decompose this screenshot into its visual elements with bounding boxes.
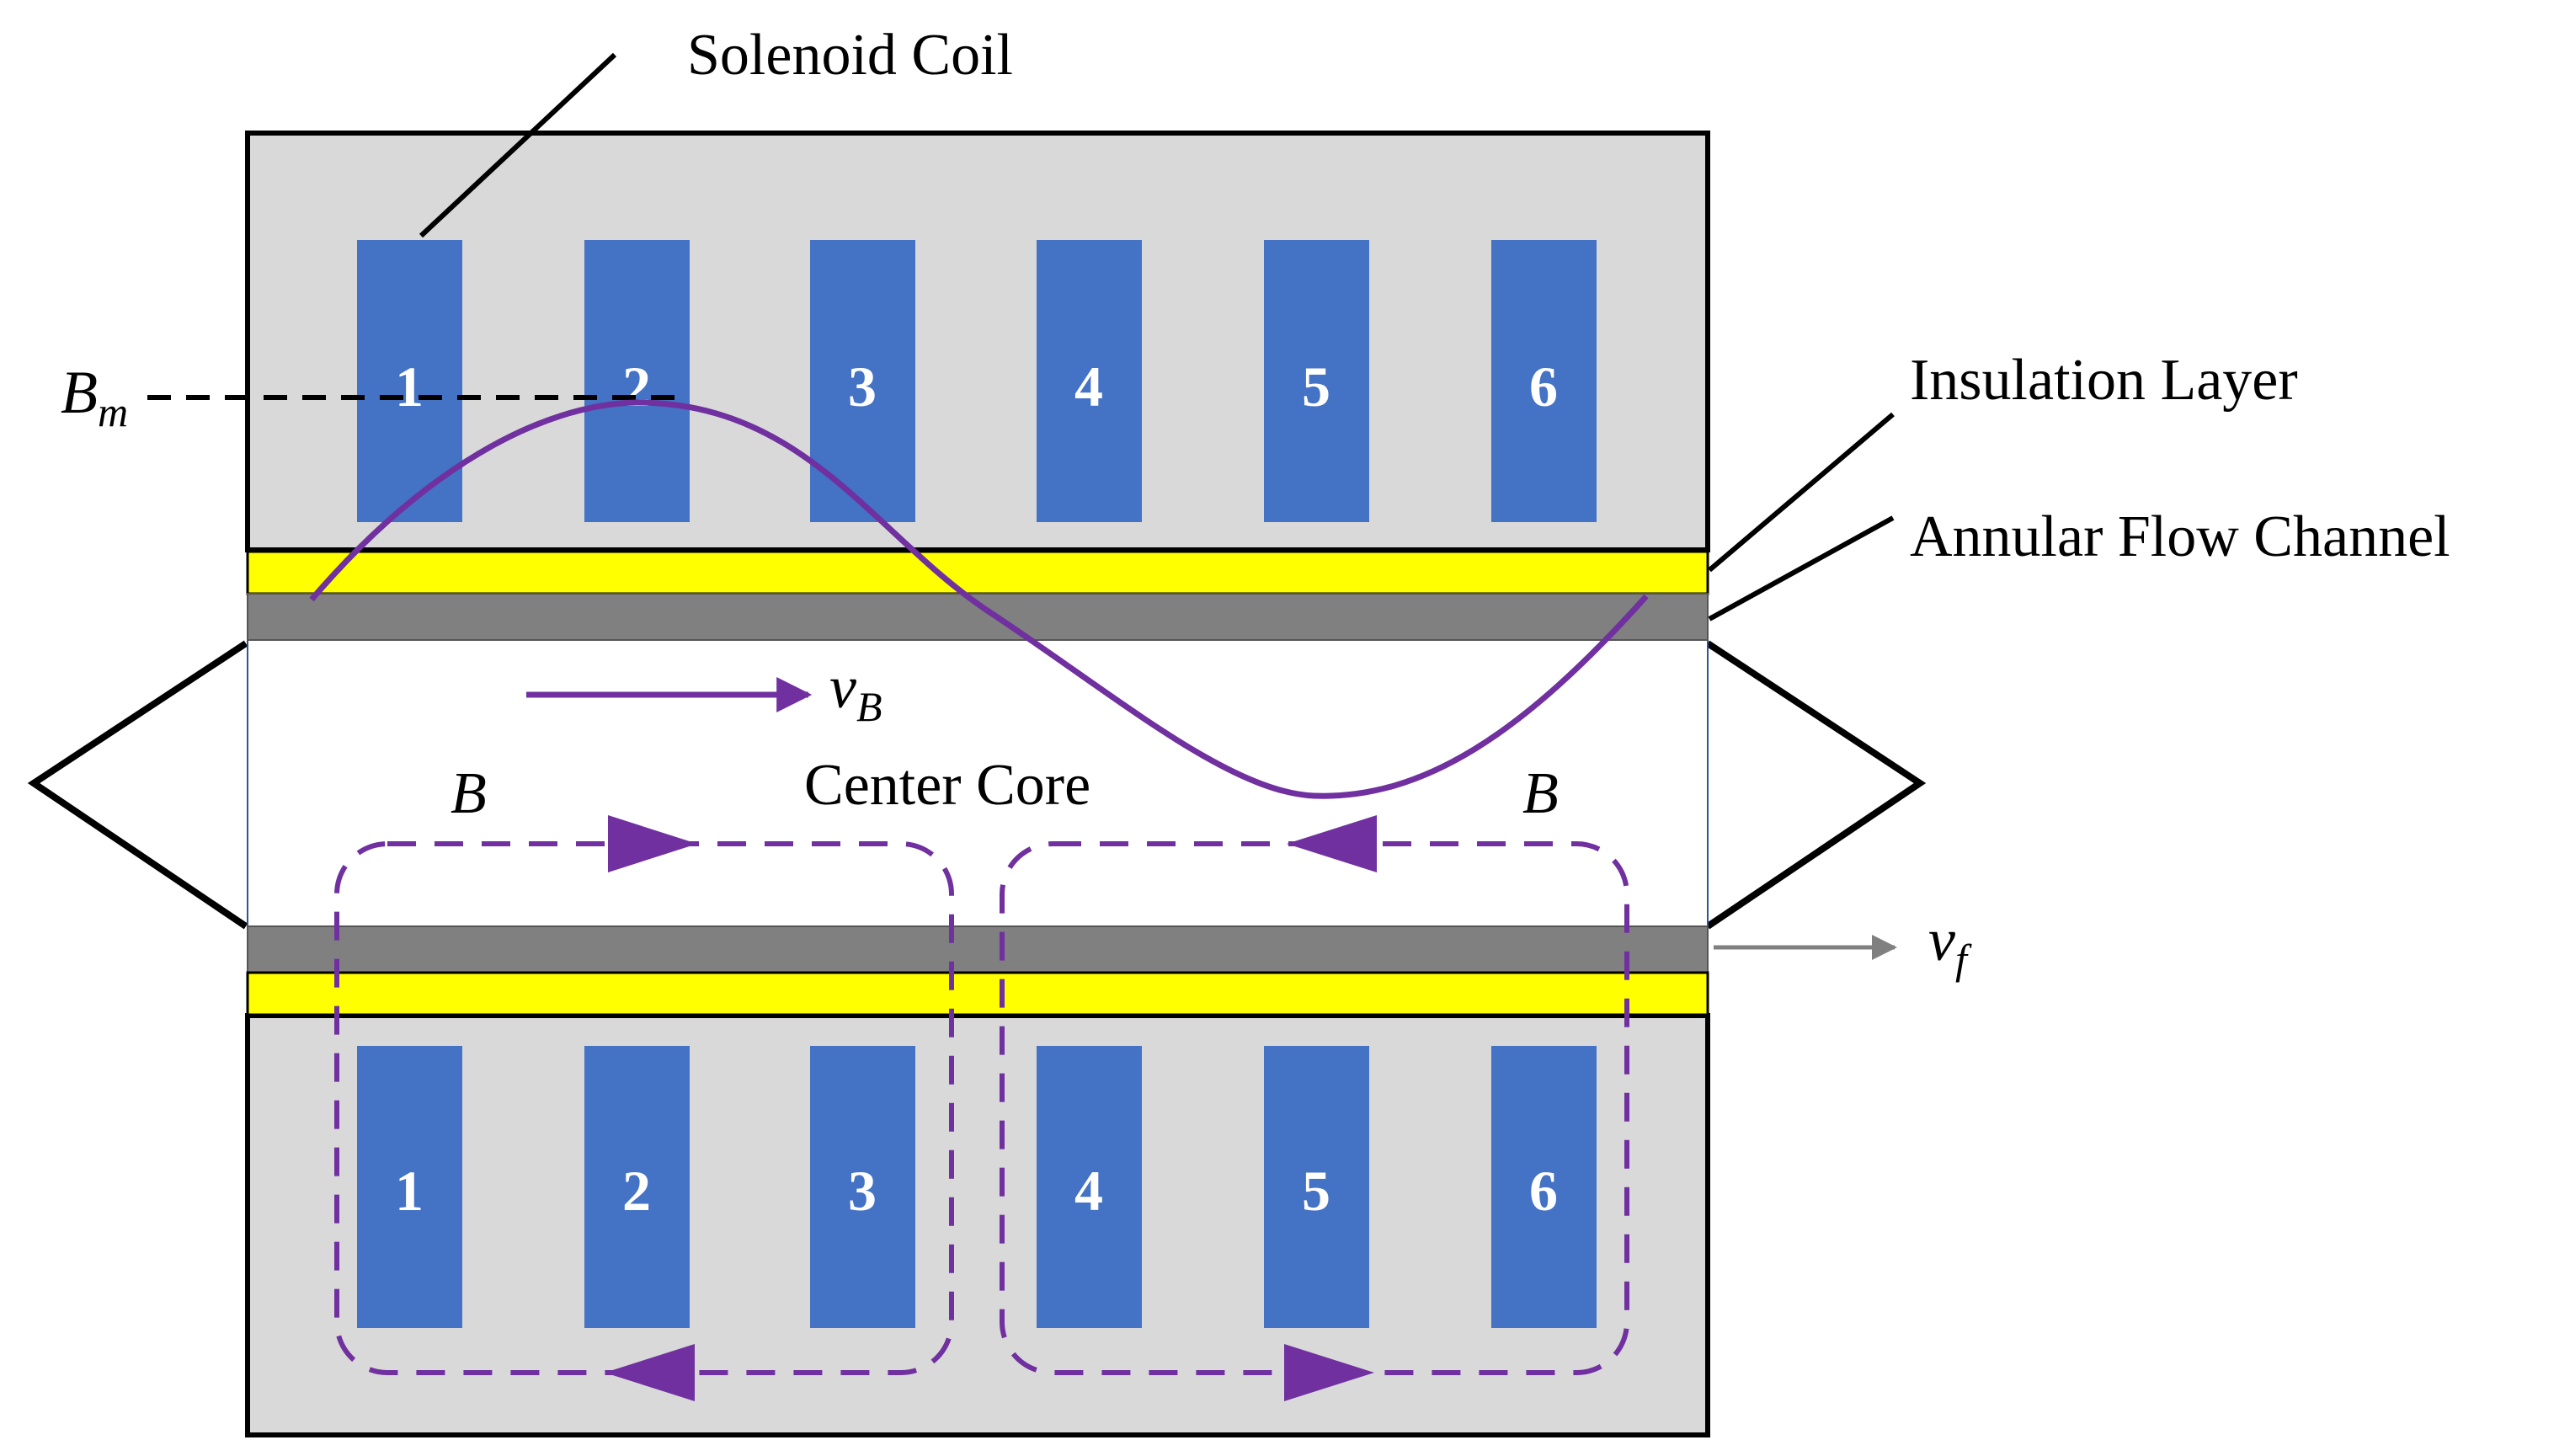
- annular-flow-channel-label: Annular Flow Channel: [1910, 504, 2450, 569]
- insulation-layer-bottom: [246, 971, 1709, 1016]
- loop-left-top-arrowhead: [608, 815, 697, 872]
- vf-symbol-main: v: [1928, 906, 1955, 973]
- coil-bottom-4: [1037, 1046, 1142, 1328]
- coil-top-6-label: 6: [1529, 355, 1558, 419]
- coil-bottom-1-label: 1: [395, 1159, 424, 1223]
- solenoid-coil-leader: [419, 52, 617, 238]
- bm-symbol-sub: m: [98, 388, 128, 435]
- center-core-label: Center Core: [804, 753, 1090, 818]
- insulation-layer-label: Insulation Layer: [1910, 348, 2298, 413]
- coil-top-2-label: 2: [622, 355, 651, 419]
- coil-top-4: [1037, 240, 1142, 522]
- annular-flow-channel-bottom: [247, 925, 1709, 973]
- loop-right-bottom-arrowhead: [1284, 1344, 1374, 1401]
- vf-symbol: vf: [1928, 906, 1972, 983]
- bm-symbol-main: B: [61, 359, 98, 426]
- coil-top-6: [1491, 240, 1597, 522]
- right-end-cone: [1705, 640, 1927, 930]
- annular-flow-channel-top: [247, 593, 1709, 641]
- coil-bottom-2: [584, 1046, 690, 1328]
- bottom-coils: 1 2 3 4 5 6: [357, 1046, 1597, 1328]
- coil-top-5-label: 5: [1302, 355, 1330, 419]
- coil-top-5: [1264, 240, 1369, 522]
- field-wave: [309, 399, 1649, 799]
- loop-right-top-arrowhead: [1287, 815, 1377, 872]
- insulation-layer-leader: [1708, 412, 1895, 573]
- bm-symbol: Bm: [61, 359, 128, 435]
- b-symbol-left: B: [451, 761, 487, 826]
- coil-top-4-label: 4: [1074, 355, 1103, 419]
- coil-bottom-6: [1491, 1046, 1597, 1328]
- vb-symbol-main: v: [829, 653, 856, 721]
- loop-left-bottom-arrowhead: [605, 1344, 695, 1401]
- coil-bottom-2-label: 2: [622, 1159, 651, 1223]
- vf-symbol-sub: f: [1955, 936, 1972, 983]
- coil-bottom-3: [810, 1046, 915, 1328]
- coil-bottom-5-label: 5: [1302, 1159, 1330, 1223]
- coil-bottom-3-label: 3: [848, 1159, 877, 1223]
- b-symbol-right: B: [1522, 761, 1559, 826]
- coil-bottom-1: [357, 1046, 462, 1328]
- coil-bottom-5: [1264, 1046, 1369, 1328]
- vb-symbol-sub: B: [856, 683, 882, 730]
- solenoid-coil-label: Solenoid Coil: [687, 23, 1013, 88]
- coil-bottom-6-label: 6: [1529, 1159, 1558, 1223]
- vb-symbol: vB: [829, 653, 882, 730]
- coil-top-2: [584, 240, 690, 522]
- insulation-layer-top: [246, 550, 1709, 595]
- coil-top-3-label: 3: [848, 355, 877, 419]
- annular-flow-channel-leader: [1708, 515, 1895, 621]
- left-end-cone: [27, 640, 248, 930]
- coil-top-1-label: 1: [395, 355, 424, 419]
- bottom-housing: [245, 1013, 1710, 1437]
- top-housing: [245, 131, 1710, 552]
- coil-bottom-4-label: 4: [1074, 1159, 1103, 1223]
- top-coils: 1 2 3 4 5 6: [357, 240, 1597, 522]
